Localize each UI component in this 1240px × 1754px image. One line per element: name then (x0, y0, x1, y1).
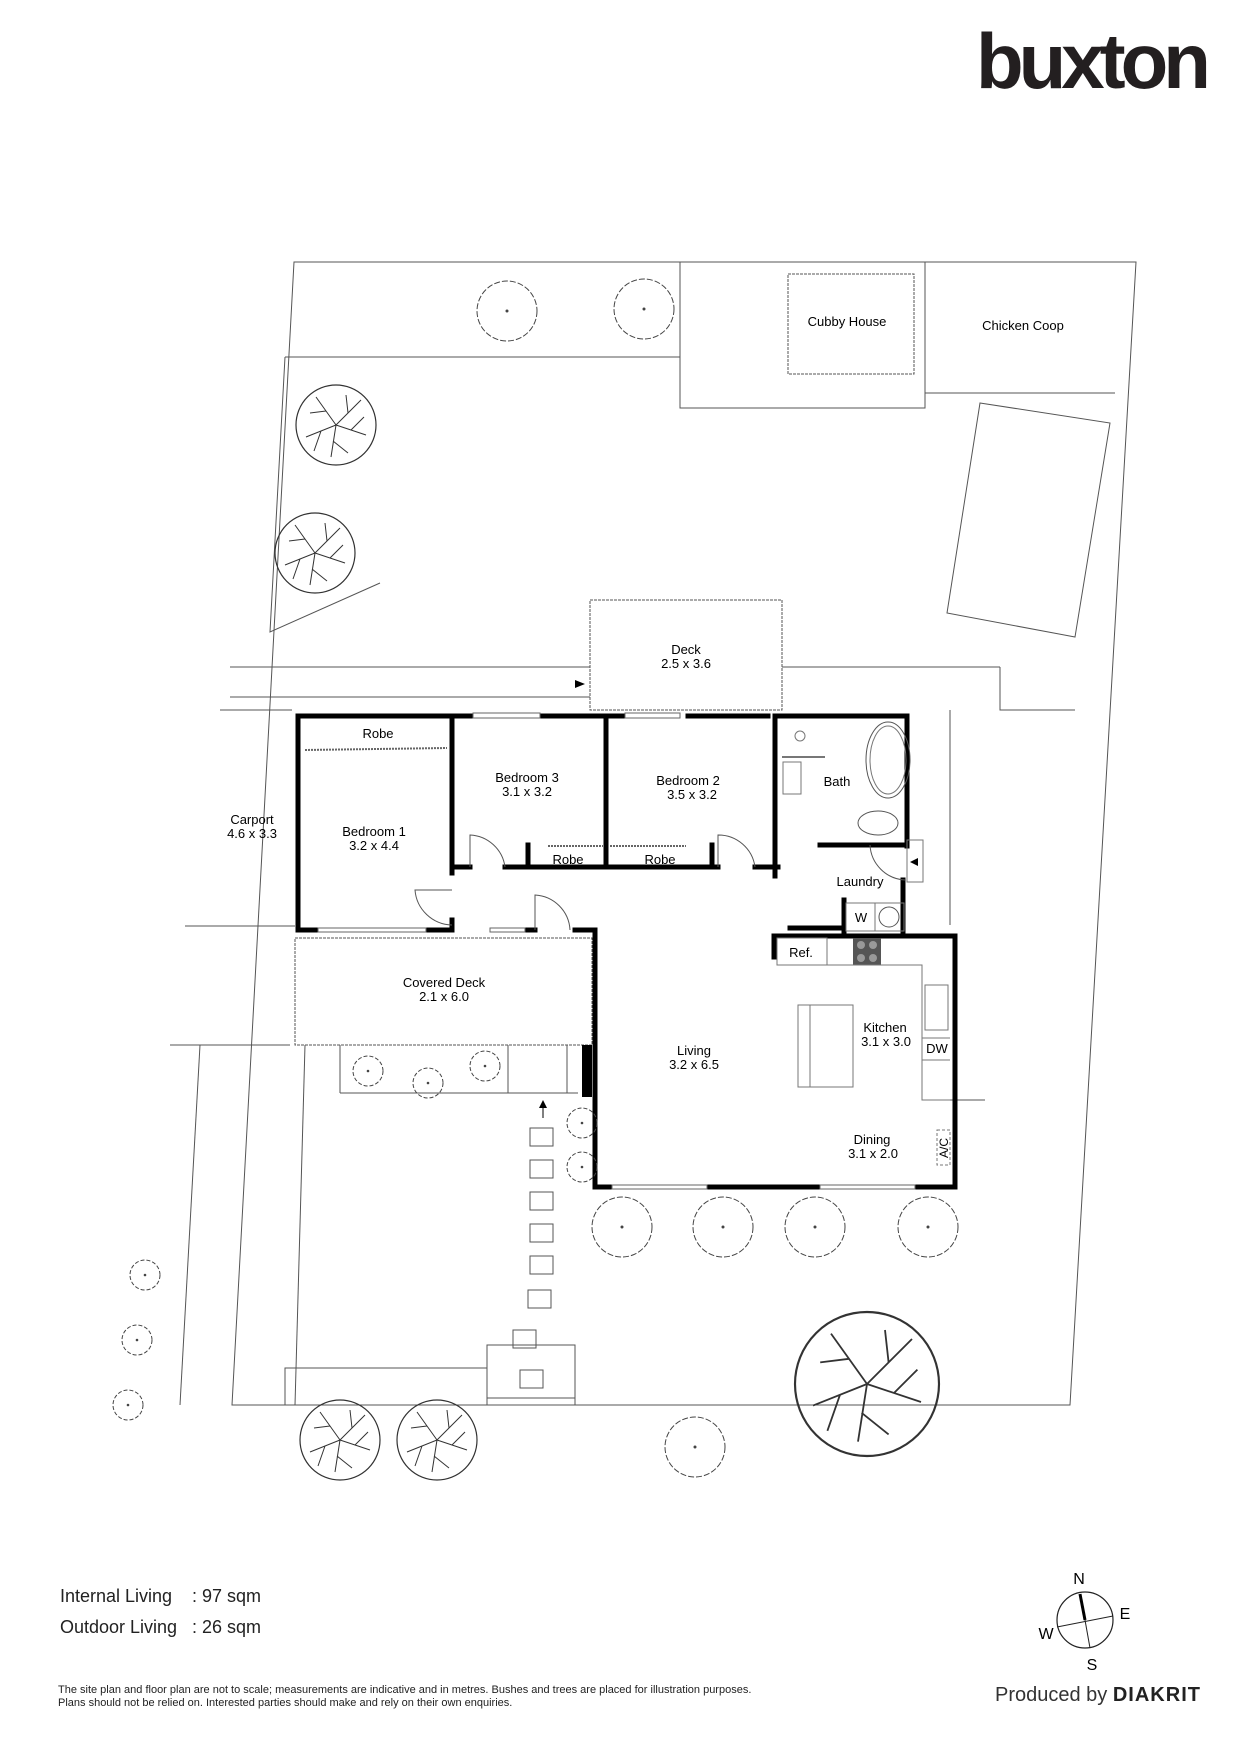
area-value: : 26 sqm (192, 1617, 262, 1637)
dining-size: 3.1 x 2.0 (848, 1146, 898, 1161)
robe-label-bedroom1: Robe (362, 726, 393, 741)
bedroom2-label: Bedroom 2 (656, 773, 720, 788)
robe-label-bedroom3: Robe (552, 852, 583, 867)
kitchen-size: 3.1 x 3.0 (861, 1034, 911, 1049)
disclaimer-line-2: Plans should not be relied on. Intereste… (58, 1697, 513, 1709)
buxton-logo: buxton (976, 17, 1211, 105)
area-value: : 97 sqm (192, 1586, 262, 1606)
bedroom3-label: Bedroom 3 (495, 770, 559, 785)
credit-company: DIAKRIT (1112, 1684, 1201, 1706)
covered-deck-size: 2.1 x 6.0 (419, 989, 469, 1004)
area-label: Outdoor Living (60, 1617, 178, 1637)
dishwasher-label: DW (926, 1041, 948, 1056)
compass: N E S W (1038, 1571, 1130, 1674)
internal-living-area: Internal Living : 97 sqm (60, 1586, 261, 1607)
laundry-label: Laundry (837, 874, 884, 889)
area-label: Internal Living (60, 1586, 173, 1606)
outdoor-living-area: Outdoor Living : 26 sqm (60, 1617, 261, 1638)
bedroom3-size: 3.1 x 3.2 (502, 784, 552, 799)
living-size: 3.2 x 6.5 (669, 1057, 719, 1072)
dining-label: Dining (854, 1132, 891, 1147)
bedroom1-label: Bedroom 1 (342, 824, 406, 839)
robe-label-bedroom2: Robe (644, 852, 675, 867)
washer-label: W (855, 910, 868, 925)
carport-label: Carport (230, 812, 274, 827)
credit-prefix: Produced by (995, 1684, 1108, 1706)
cubby-house-label: Cubby House (808, 314, 887, 329)
covered-deck-label: Covered Deck (403, 975, 486, 990)
compass-e: E (1120, 1606, 1131, 1623)
living-label: Living (677, 1043, 711, 1058)
deck-size: 2.5 x 3.6 (661, 656, 711, 671)
site-boundary (170, 261, 1137, 1406)
disclaimer: The site plan and floor plan are not to … (58, 1684, 858, 1710)
aircon-label: A/C (937, 1138, 951, 1158)
trees (112, 278, 959, 1481)
kitchen-label: Kitchen (863, 1020, 906, 1035)
compass-n: N (1073, 1571, 1085, 1588)
compass-w: W (1038, 1626, 1054, 1643)
deck-label: Deck (671, 642, 701, 657)
disclaimer-line-1: The site plan and floor plan are not to … (58, 1684, 752, 1696)
bedroom2-size: 3.5 x 3.2 (667, 787, 717, 802)
carport-size: 4.6 x 3.3 (227, 826, 277, 841)
stepping-stones (512, 1127, 554, 1389)
fridge-label: Ref. (789, 945, 813, 960)
chicken-coop-label: Chicken Coop (982, 318, 1064, 333)
bath-label: Bath (824, 774, 851, 789)
compass-s: S (1087, 1657, 1098, 1674)
produced-by-credit: Produced by DIAKRIT (995, 1684, 1201, 1707)
bedroom1-size: 3.2 x 4.4 (349, 838, 399, 853)
